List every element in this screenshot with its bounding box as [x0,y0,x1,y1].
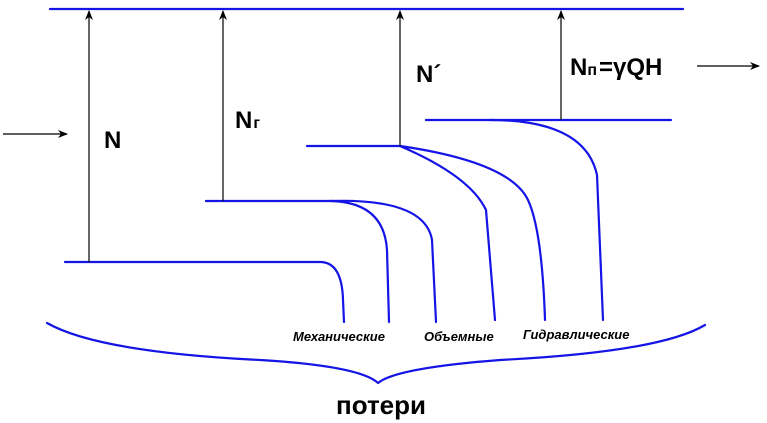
mechanical-loss-curve [328,199,438,324]
label-losses-hydraulic: Гидравлические [523,327,629,342]
label-nn-base: N [570,54,587,81]
label-ng-base: N [235,107,252,134]
volumetric-loss-curve-1 [398,144,497,322]
losses-brace [45,321,707,385]
volumetric-loss-curve-2 [398,144,547,322]
label-losses-title: потери [336,390,426,420]
label-nn-sub: п [587,62,597,79]
label-nn: Nп=γQH [570,54,662,81]
label-ng: Nг [235,107,260,134]
label-n: N [104,127,121,154]
level-n-line [63,260,346,324]
label-ng-sub: г [253,115,260,132]
label-losses-volumetric: Объемные [424,329,494,344]
label-nprime: N´ [416,61,441,88]
hydraulic-loss-curve [488,118,605,322]
label-losses-mechanical: Механические [293,329,385,344]
label-nn-formula: =γQH [599,54,662,81]
